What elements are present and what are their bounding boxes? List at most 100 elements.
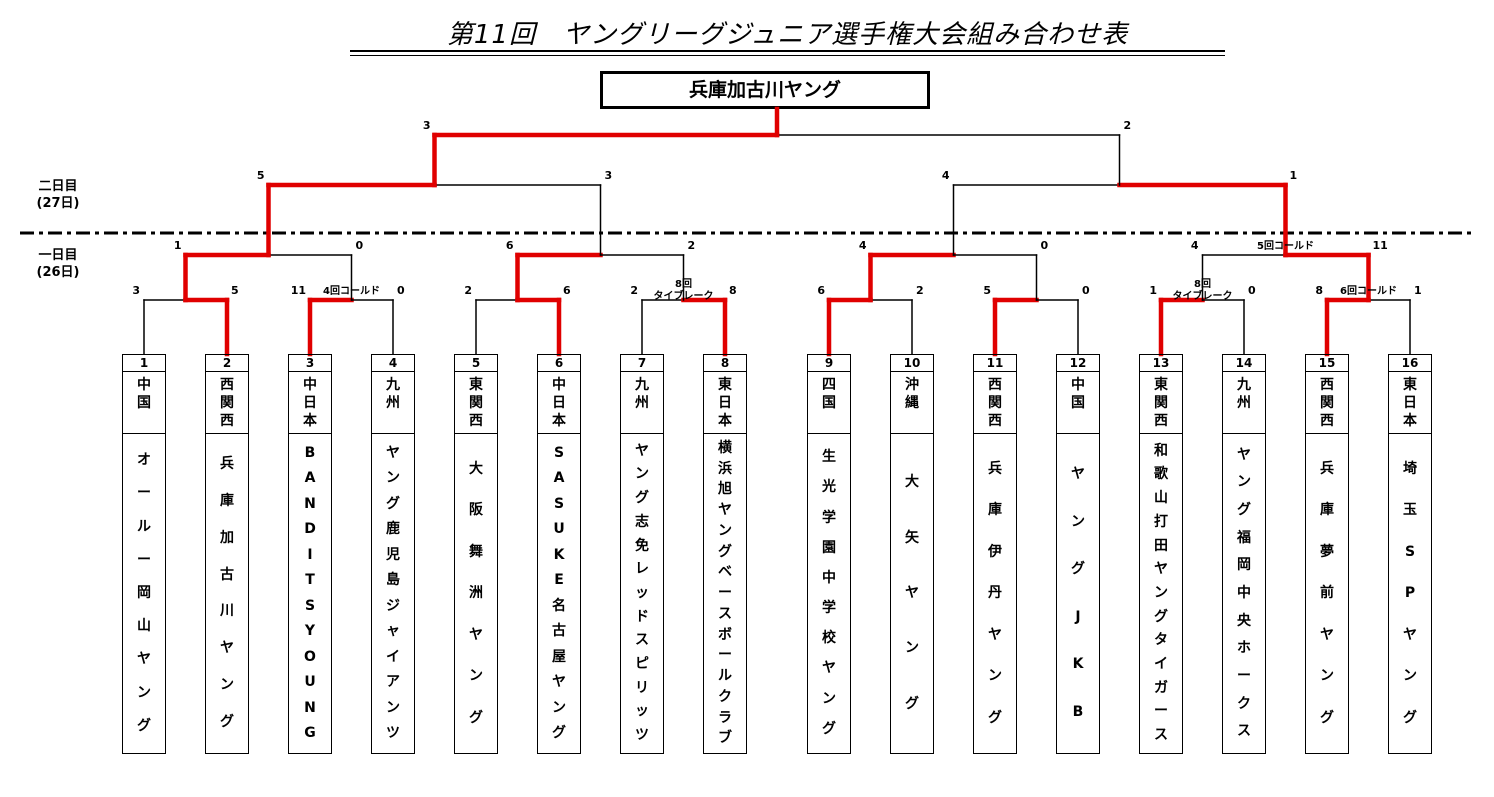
team-name: ヤング福岡中央ホークス [1237,446,1251,740]
final-match1-left-score: 3 [422,119,431,132]
round1-match1-left-score: 3 [132,284,140,297]
champion-box: 兵庫加古川ヤング [600,71,930,109]
team-region: 西関西 [1306,372,1348,434]
team-number: 7 [621,355,663,372]
team-number: 5 [455,355,497,372]
team-number: 14 [1223,355,1265,372]
team-region: 西関西 [206,372,248,434]
round1-match7-right-score: 0 [1248,284,1256,297]
round1-match6-right-score: 0 [1082,284,1090,297]
round1-match3-right-score: 6 [563,284,571,297]
team-number: 11 [974,355,1016,372]
round1-match6-left-score: 5 [983,284,991,297]
page-title: 第11回 ヤングリーグジュニア選手権大会組み合わせ表 [446,20,1129,50]
round1-match2-left-score: 11 [290,284,306,297]
round1-match1-right-score: 5 [231,284,239,297]
team-name: 兵庫伊丹ヤング [988,460,1002,726]
title-underline [350,50,1225,52]
round1-match3-left-score: 2 [464,284,472,297]
team-region: 西関西 [974,372,1016,434]
round3-match2-right-score: 1 [1289,169,1298,182]
day1-label: 一日目 (26日) [18,247,98,281]
day1-date: (26日) [36,265,80,280]
round1-match5-left-score: 6 [817,284,825,297]
team-number: 16 [1389,355,1431,372]
team-region: 中国 [123,372,165,434]
team-region: 中日本 [538,372,580,434]
round1-match7-note: 8回タイブレーク [1172,279,1233,302]
day2-title: 二日目 [38,179,78,194]
team-name: オールー岡山ヤング [137,452,151,734]
team-name: 兵庫加古川ヤング [220,455,234,730]
team-region: 東日本 [704,372,746,434]
team-number: 6 [538,355,580,372]
round1-match4-left-score: 2 [630,284,638,297]
team-number: 15 [1306,355,1348,372]
round2-match4-right-score: 11 [1372,239,1388,252]
team-region: 中国 [1057,372,1099,434]
team-number: 12 [1057,355,1099,372]
team-name: 大阪舞洲ヤング [469,460,483,726]
team-number: 1 [123,355,165,372]
round2-match3-left-score: 4 [858,239,867,252]
team-name: 和歌山打田ヤングタイガース [1154,442,1168,744]
round1-match4-right-score: 8 [729,284,737,297]
team-number: 9 [808,355,850,372]
team-name: 大矢ヤング [905,474,919,712]
team-region: 九州 [372,372,414,434]
round1-match5-right-score: 2 [916,284,924,297]
round2-match1-right-score: 0 [355,239,364,252]
team-number: 2 [206,355,248,372]
round3-match1-right-score: 3 [604,169,613,182]
team-number: 10 [891,355,933,372]
round2-match4-note: 5回コールド [1257,241,1314,252]
round1-match7-left-score: 1 [1149,284,1157,297]
team-name: 兵庫夢前ヤング [1320,460,1334,726]
title-underline-thin [350,55,1225,56]
day2-date: (27日) [36,196,80,211]
team-region: 四国 [808,372,850,434]
team-name: ヤング鹿児島ジャイアンツ [386,444,400,742]
round1-match2-note: 4回コールド [323,286,380,297]
team-region: 東日本 [1389,372,1431,434]
team-region: 九州 [621,372,663,434]
team-region: 九州 [1223,372,1265,434]
round1-match8-right-score: 1 [1414,284,1422,297]
round1-match4-note: 8回タイブレーク [653,279,714,302]
round2-match1-left-score: 1 [173,239,182,252]
round2-match2-right-score: 2 [687,239,696,252]
round1-match8-note: 6回コールド [1340,286,1397,297]
day1-title: 一日目 [38,248,78,263]
team-number: 4 [372,355,414,372]
round2-match4-left-score: 4 [1190,239,1199,252]
round3-match1-left-score: 5 [256,169,265,182]
team-name: 生光学園中学校ヤング [822,449,836,737]
round1-match2-right-score: 0 [397,284,405,297]
team-number: 8 [704,355,746,372]
round2-match3-right-score: 0 [1040,239,1049,252]
team-region: 沖縄 [891,372,933,434]
round2-match2-left-score: 6 [505,239,514,252]
final-match1-right-score: 2 [1123,119,1132,132]
team-number: 13 [1140,355,1182,372]
team-name: ヤング志免レッドスピリッツ [635,442,649,744]
